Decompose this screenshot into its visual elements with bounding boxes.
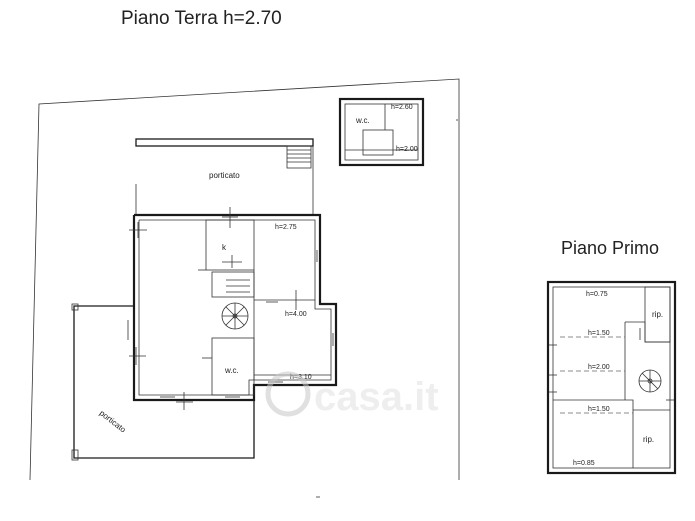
first-floor-title: Piano Primo bbox=[561, 238, 660, 258]
first-floor-plan bbox=[546, 280, 677, 475]
watermark-text: casa.it bbox=[314, 375, 439, 419]
porch-left bbox=[71, 303, 255, 461]
ff-height-200: h=2.00 bbox=[588, 364, 610, 371]
kitchen-label: k bbox=[222, 243, 227, 252]
spiral-stair-ground bbox=[221, 302, 249, 330]
spiral-stair-first bbox=[638, 369, 662, 393]
porch-top-label: porticato bbox=[209, 171, 240, 180]
site-boundary bbox=[29, 78, 460, 481]
ground-floor-title: Piano Terra h=2.70 bbox=[121, 8, 282, 29]
ff-storage-label-2: rip. bbox=[643, 435, 654, 444]
height-400: h=4.00 bbox=[285, 311, 307, 318]
ff-height-075: h=0.75 bbox=[586, 291, 608, 298]
main-house-walls bbox=[132, 213, 338, 402]
ff-height-085: h=0.85 bbox=[573, 460, 595, 467]
watermark: casa.it bbox=[265, 371, 439, 419]
height-275: h=2.75 bbox=[275, 224, 297, 231]
openings bbox=[127, 207, 334, 410]
annex-plan bbox=[338, 97, 425, 167]
porch-left-label: porticato bbox=[98, 408, 128, 434]
interior-walls bbox=[198, 219, 331, 396]
ff-height-150-b: h=1.50 bbox=[588, 406, 610, 413]
porch-beam bbox=[135, 138, 314, 215]
ff-storage-label-1: rip. bbox=[652, 310, 663, 319]
wc-label: w.c. bbox=[224, 366, 239, 375]
annex-height-200: h=2.00 bbox=[396, 146, 418, 153]
annex-height-260: h=2.60 bbox=[391, 104, 413, 111]
ff-height-150-a: h=1.50 bbox=[588, 330, 610, 337]
annex-wc-label: w.c. bbox=[355, 116, 370, 125]
